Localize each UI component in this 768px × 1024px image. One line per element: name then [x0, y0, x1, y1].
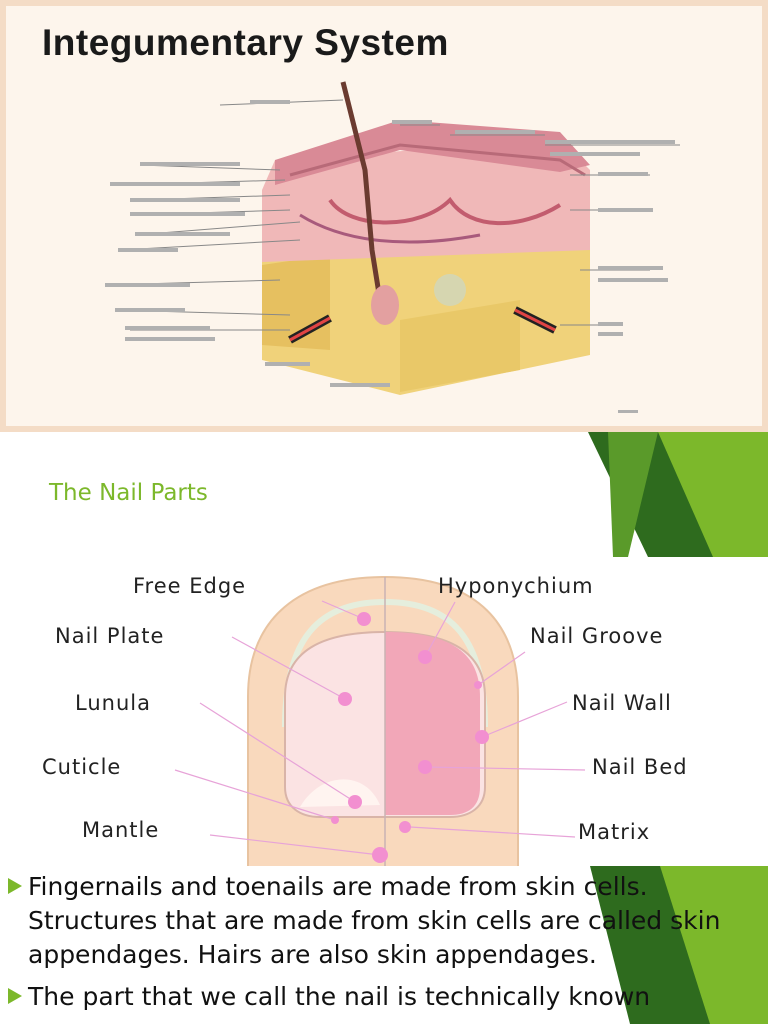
blood-vessel: [299, 213, 481, 244]
blood-vessel: [328, 196, 562, 226]
epidermis-layer: [275, 120, 590, 185]
hair-shaft: [340, 81, 383, 301]
label-nail-plate: Nail Plate: [55, 624, 164, 648]
illegible-label-marks: [105, 100, 675, 413]
bullet-item: Fingernails and toenails are made from s…: [8, 870, 768, 972]
label-free-edge: Free Edge: [133, 574, 246, 598]
label-nail-bed: Nail Bed: [592, 755, 688, 779]
label-cuticle: Cuticle: [42, 755, 121, 779]
label-lunula: Lunula: [75, 691, 151, 715]
label-nail-groove: Nail Groove: [530, 624, 663, 648]
slide-integumentary-system: Integumentary System: [0, 0, 768, 432]
sweat-gland: [434, 274, 466, 306]
green-corner-decoration: [588, 432, 768, 557]
nerve-ending: [289, 316, 331, 342]
label-hyponychium: Hyponychium: [438, 574, 594, 598]
marker-dots: [331, 612, 489, 863]
dermis-layer: [262, 140, 590, 262]
fat-lobule: [400, 300, 520, 392]
epidermis-line: [289, 143, 586, 177]
nerve-ending: [514, 308, 556, 332]
bullet-item: The part that we call the nail is techni…: [8, 980, 768, 1014]
bullet-arrow-icon: [8, 988, 22, 1004]
nail-bed: [385, 632, 480, 815]
green-bottom-decoration: [590, 866, 768, 1024]
label-mantle: Mantle: [82, 818, 159, 842]
label-nail-wall: Nail Wall: [572, 691, 672, 715]
slide-title: The Nail Parts: [49, 480, 208, 506]
leader-lines: [174, 600, 586, 856]
hair-follicle: [371, 285, 399, 325]
label-matrix: Matrix: [578, 820, 650, 844]
bullet-text: The part that we call the nail is techni…: [28, 982, 651, 1011]
skin-cross-section-diagram: [104, 81, 680, 413]
slide-title: Integumentary System: [42, 22, 449, 63]
bullet-text-area: Fingernails and toenails are made from s…: [0, 866, 768, 1024]
slide-nail-parts: The Nail Parts: [0, 432, 768, 1024]
bullet-text: Fingernails and toenails are made from s…: [28, 872, 721, 969]
nail-parts-diagram: Free Edge Hyponychium Nail Plate Nail Gr…: [0, 557, 768, 867]
slide-frame: [0, 0, 768, 432]
bullet-arrow-icon: [8, 878, 22, 894]
